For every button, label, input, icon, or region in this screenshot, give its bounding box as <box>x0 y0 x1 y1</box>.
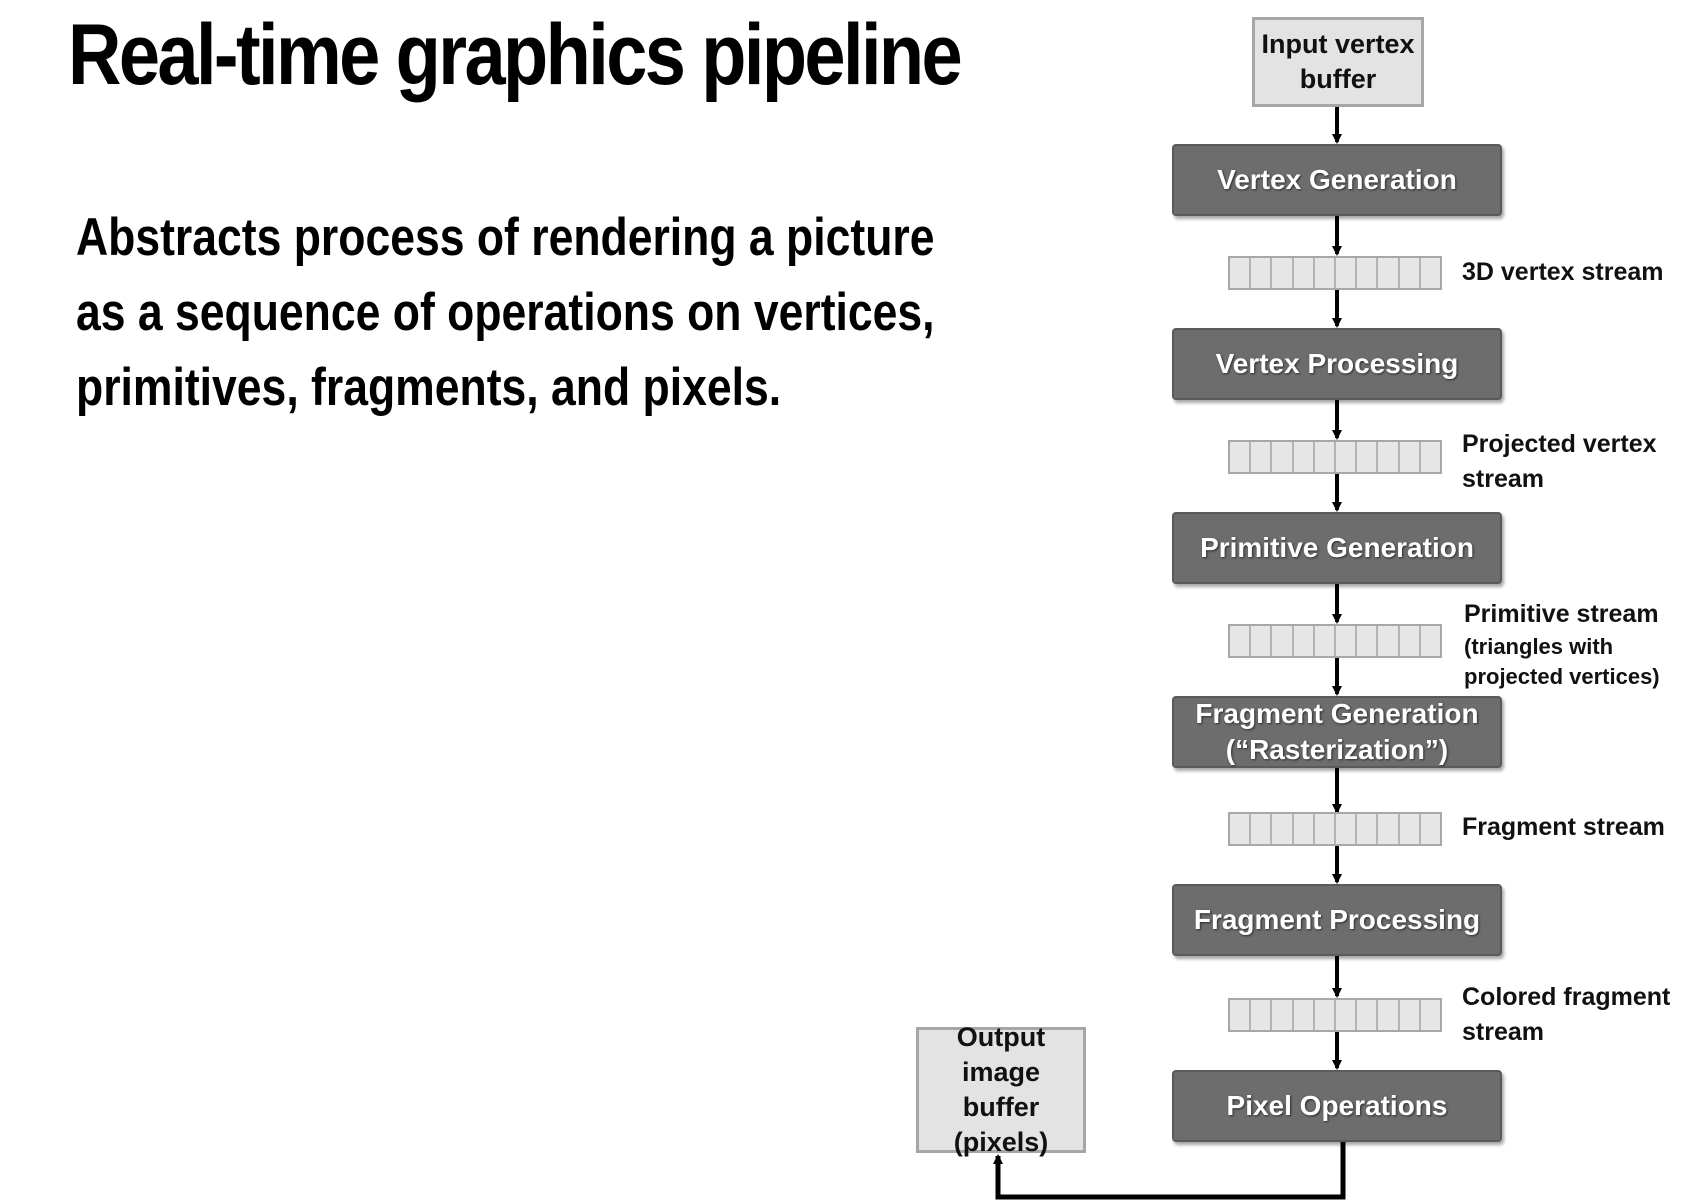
label-primitive-line-1: Primitive stream <box>1464 600 1659 628</box>
description-line-3: primitives, fragments, and pixels. <box>76 358 782 417</box>
description-line-2: as a sequence of operations on vertices, <box>76 283 935 342</box>
output-buffer-line-1: Output image <box>956 1022 1046 1087</box>
stream-projected-vertex <box>1228 440 1442 474</box>
output-buffer-line-3: (pixels) <box>953 1127 1049 1157</box>
fragment-gen-line-1: Fragment Generation <box>1195 698 1479 729</box>
label-projected-line-2: stream <box>1462 465 1544 493</box>
stream-3d-vertex <box>1228 256 1442 290</box>
label-3d-vertex-stream: 3D vertex stream <box>1462 258 1664 286</box>
label-primitive-line-2: (triangles with <box>1464 634 1614 659</box>
stream-fragment <box>1228 812 1442 846</box>
fragment-gen-line-2: (“Rasterization”) <box>1225 734 1449 765</box>
label-projected-vertex-stream: Projected vertex stream <box>1462 427 1657 497</box>
stage-pixel-operations: Pixel Operations <box>1172 1070 1502 1142</box>
description-line-1: Abstracts process of rendering a picture <box>76 208 935 267</box>
description-text: Abstracts process of rendering a picture… <box>76 200 935 425</box>
input-vertex-buffer: Input vertex buffer <box>1252 17 1424 107</box>
stage-fragment-processing: Fragment Processing <box>1172 884 1502 956</box>
label-fragment-stream: Fragment stream <box>1462 813 1665 841</box>
output-image-buffer: Output image buffer (pixels) <box>916 1022 1086 1157</box>
label-primitive-stream: Primitive stream (triangles with project… <box>1464 597 1660 692</box>
label-colored-fragment-stream: Colored fragment stream <box>1462 980 1670 1050</box>
stream-colored-fragment <box>1228 998 1442 1032</box>
stream-primitive <box>1228 624 1442 658</box>
label-projected-line-1: Projected vertex <box>1462 430 1657 458</box>
output-buffer-line-2: buffer <box>962 1092 1040 1122</box>
input-buffer-line-1: Input vertex <box>1261 29 1415 59</box>
arrow-pixel-ops-to-output <box>993 1142 1346 1200</box>
stage-primitive-generation: Primitive Generation <box>1172 512 1502 584</box>
label-primitive-line-3: projected vertices) <box>1464 664 1660 689</box>
stage-vertex-generation: Vertex Generation <box>1172 144 1502 216</box>
label-colored-line-2: stream <box>1462 1018 1544 1046</box>
stage-vertex-processing: Vertex Processing <box>1172 328 1502 400</box>
label-colored-line-1: Colored fragment <box>1462 983 1671 1011</box>
stage-fragment-generation: Fragment Generation (“Rasterization”) <box>1172 696 1502 768</box>
slide-title: Real-time graphics pipeline <box>68 7 963 103</box>
input-buffer-line-2: buffer <box>1299 64 1377 94</box>
